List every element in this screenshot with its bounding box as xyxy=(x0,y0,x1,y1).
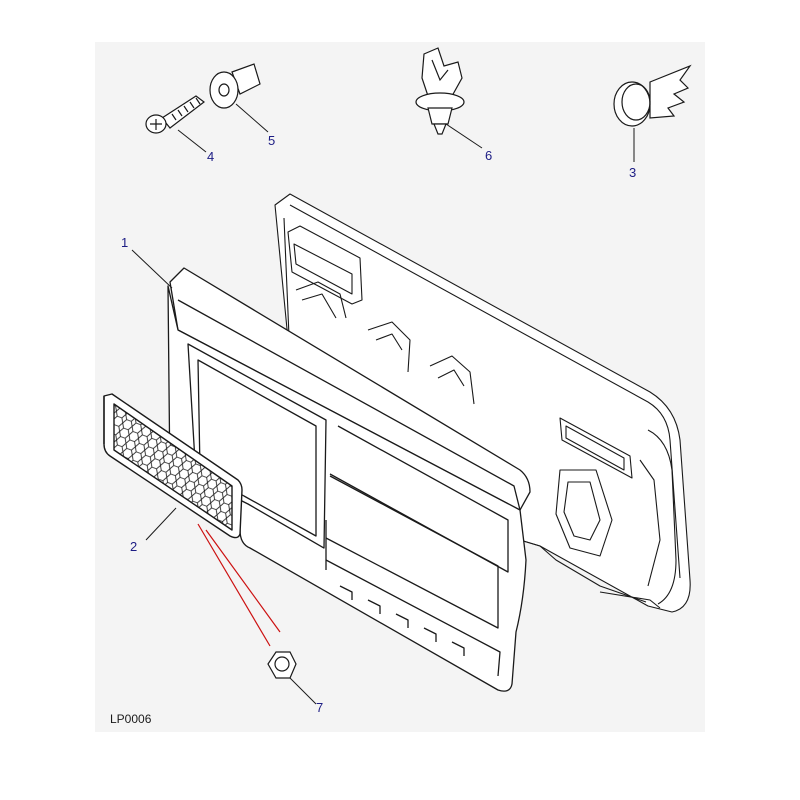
callout-number-5: 5 xyxy=(268,133,276,148)
tailgate-trim-panel xyxy=(168,268,530,691)
leader-line-7 xyxy=(289,677,317,705)
tailgate-inner-frame xyxy=(275,194,690,612)
callout-number-1: 1 xyxy=(121,235,129,250)
leader-line-6 xyxy=(445,123,483,149)
leader-line-1 xyxy=(131,249,173,289)
leader-lines xyxy=(131,103,635,705)
fastener-leader-a xyxy=(197,523,271,647)
fastener-leader-b xyxy=(205,529,281,633)
push-clip xyxy=(416,48,464,134)
mesh-net-pocket xyxy=(104,394,242,538)
leader-line-2 xyxy=(145,507,177,541)
callout-number-4: 4 xyxy=(207,149,215,164)
fir-tree-clip xyxy=(614,66,690,126)
callout-number-6: 6 xyxy=(485,148,493,163)
fastener-leader-lines xyxy=(197,523,281,647)
washer-clip xyxy=(210,64,260,108)
figure-reference-code: LP0006 xyxy=(110,712,152,726)
callout-number-2: 2 xyxy=(130,539,138,554)
callout-number-3: 3 xyxy=(629,165,637,180)
leader-line-5 xyxy=(235,103,269,133)
hex-nut xyxy=(268,652,296,678)
screw xyxy=(146,96,204,133)
leader-line-4 xyxy=(177,129,207,153)
callout-number-7: 7 xyxy=(316,700,324,715)
